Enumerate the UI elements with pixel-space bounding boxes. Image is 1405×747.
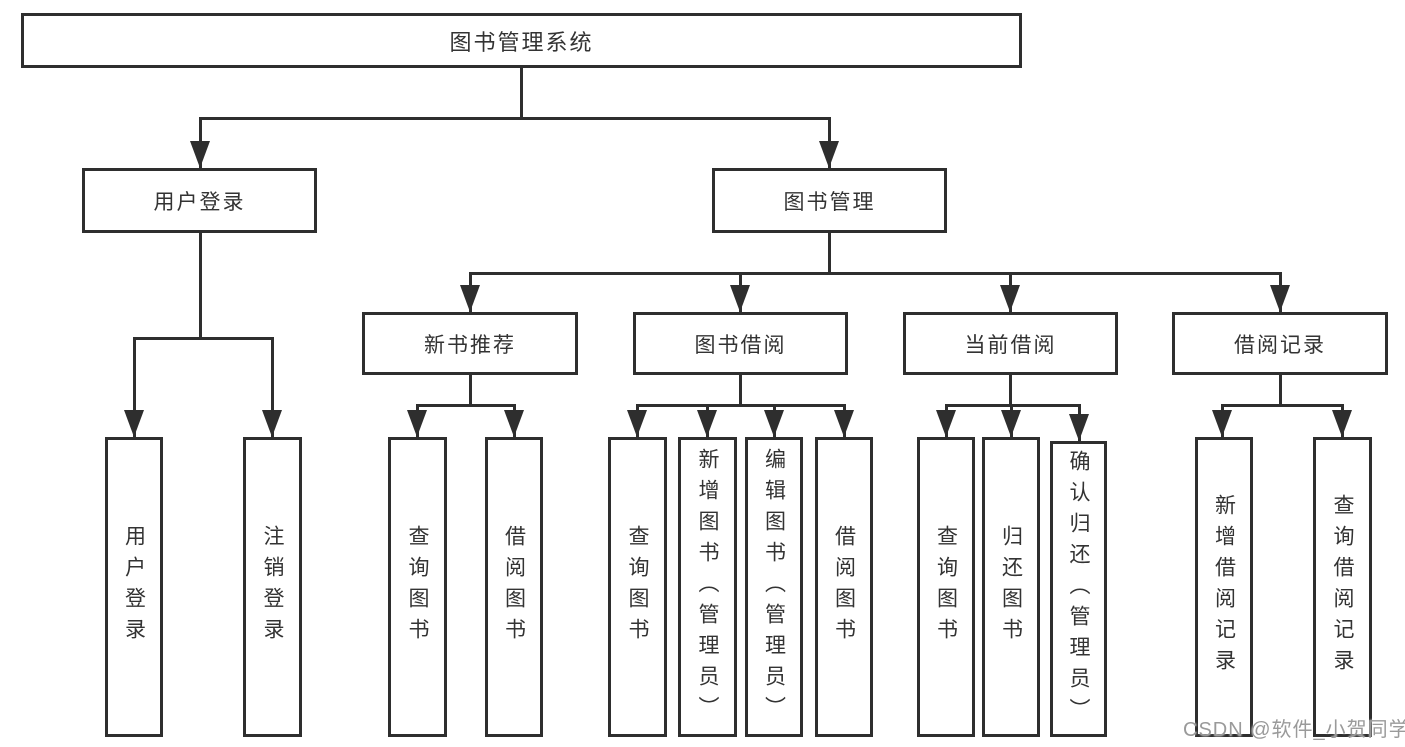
leaf-rec-borrow-book-label: 借阅图书 xyxy=(502,525,526,649)
leaf-rec-query-book: 查询图书 xyxy=(388,437,447,737)
leaf-edit-book-admin-label: 编辑图书（管理员） xyxy=(762,447,786,727)
arrow-down-icon xyxy=(819,141,839,168)
connector-line xyxy=(1009,375,1012,406)
arrow-down-icon xyxy=(730,285,750,312)
leaf-confirm-return-admin-label: 确认归还（管理员） xyxy=(1067,449,1091,729)
connector-line xyxy=(133,337,136,437)
node-user-login: 用户登录 xyxy=(82,168,317,233)
connector-line xyxy=(199,117,831,120)
leaf-return-book-label: 归还图书 xyxy=(999,525,1023,649)
connector-line xyxy=(520,68,523,118)
connector-line xyxy=(828,233,831,275)
node-new-book-recommend: 新书推荐 xyxy=(362,312,578,375)
arrow-down-icon xyxy=(1332,410,1352,437)
node-borrow-record-label: 借阅记录 xyxy=(1234,333,1326,357)
connector-line xyxy=(416,404,515,407)
arrow-down-icon xyxy=(764,410,784,437)
leaf-confirm-return-admin: 确认归还（管理员） xyxy=(1050,441,1107,737)
connector-line xyxy=(199,233,202,338)
leaf-add-book-admin-label: 新增图书（管理员） xyxy=(696,447,720,727)
leaf-add-borrow-record: 新增借阅记录 xyxy=(1195,437,1253,737)
leaf-borrow-query-book-label: 查询图书 xyxy=(626,525,650,649)
node-user-login-label: 用户登录 xyxy=(153,190,246,214)
arrow-down-icon xyxy=(504,410,524,437)
node-current-borrow: 当前借阅 xyxy=(903,312,1118,375)
connector-line xyxy=(636,404,845,407)
arrow-down-icon xyxy=(1212,410,1232,437)
arrow-down-icon xyxy=(262,410,282,437)
node-book-management-label: 图书管理 xyxy=(783,190,876,214)
leaf-query-borrow-record-label: 查询借阅记录 xyxy=(1331,494,1355,680)
arrow-down-icon xyxy=(1270,285,1290,312)
leaf-add-book-admin: 新增图书（管理员） xyxy=(678,437,737,737)
node-borrow-record: 借阅记录 xyxy=(1172,312,1388,375)
leaf-user-login-label: 用户登录 xyxy=(122,525,146,649)
leaf-current-query-book-label: 查询图书 xyxy=(934,525,958,649)
leaf-rec-borrow-book: 借阅图书 xyxy=(485,437,543,737)
arrow-down-icon xyxy=(1000,285,1020,312)
node-current-borrow-label: 当前借阅 xyxy=(964,333,1057,357)
leaf-logout: 注销登录 xyxy=(243,437,302,737)
leaf-borrow-book-label: 借阅图书 xyxy=(832,525,856,649)
leaf-logout-label: 注销登录 xyxy=(261,525,285,649)
connector-line xyxy=(469,375,472,406)
connector-line xyxy=(1221,404,1343,407)
leaf-edit-book-admin: 编辑图书（管理员） xyxy=(745,437,803,737)
connector-line xyxy=(469,272,1281,275)
node-root: 图书管理系统 xyxy=(21,13,1022,68)
connector-line xyxy=(739,375,742,406)
leaf-user-login: 用户登录 xyxy=(105,437,163,737)
arrow-down-icon xyxy=(1069,414,1089,441)
leaf-borrow-book: 借阅图书 xyxy=(815,437,873,737)
node-book-management: 图书管理 xyxy=(712,168,947,233)
node-book-borrow: 图书借阅 xyxy=(633,312,848,375)
arrow-down-icon xyxy=(460,285,480,312)
leaf-add-borrow-record-label: 新增借阅记录 xyxy=(1212,494,1236,680)
arrow-down-icon xyxy=(407,410,427,437)
arrow-down-icon xyxy=(1001,410,1021,437)
connector-line xyxy=(133,337,273,340)
connector-line xyxy=(271,337,274,437)
arrow-down-icon xyxy=(834,410,854,437)
node-book-borrow-label: 图书借阅 xyxy=(694,333,787,357)
csdn-watermark: CSDN @软件_小贺同学 xyxy=(1183,719,1405,741)
arrow-down-icon xyxy=(936,410,956,437)
leaf-current-query-book: 查询图书 xyxy=(917,437,975,737)
node-new-book-recommend-label: 新书推荐 xyxy=(424,333,516,357)
arrow-down-icon xyxy=(124,410,144,437)
connector-line xyxy=(1279,375,1282,406)
leaf-query-borrow-record: 查询借阅记录 xyxy=(1313,437,1372,737)
leaf-borrow-query-book: 查询图书 xyxy=(608,437,667,737)
node-root-label: 图书管理系统 xyxy=(449,29,594,55)
arrow-down-icon xyxy=(627,410,647,437)
leaf-return-book: 归还图书 xyxy=(982,437,1040,737)
arrow-down-icon xyxy=(697,410,717,437)
leaf-rec-query-book-label: 查询图书 xyxy=(406,525,430,649)
arrow-down-icon xyxy=(190,141,210,168)
